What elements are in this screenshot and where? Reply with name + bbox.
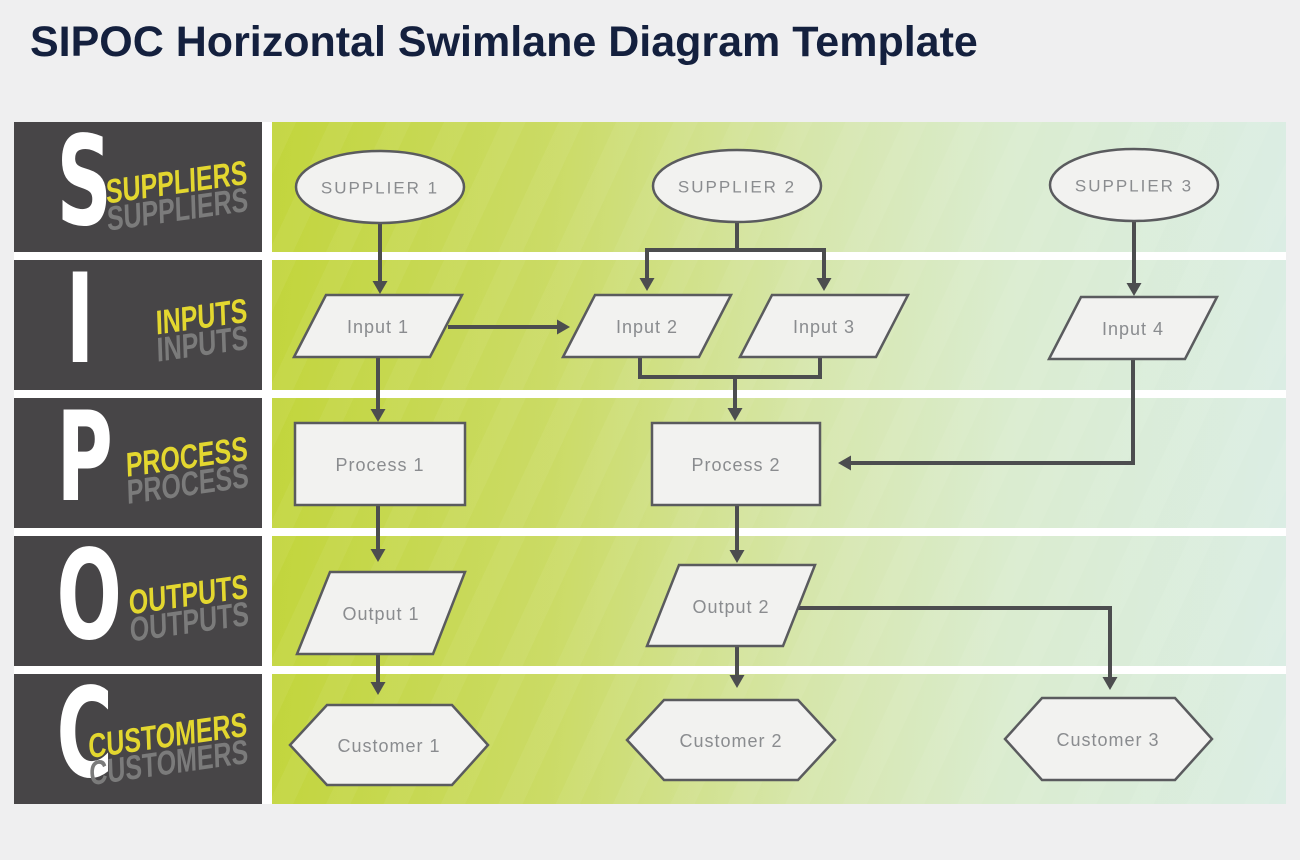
node-input-1-label: Input 1 bbox=[347, 317, 409, 337]
arrow-output2-to-customer3 bbox=[795, 606, 1112, 678]
arrow-supplier2-branch-bar bbox=[645, 248, 826, 279]
arrow-inputs23-merge-bar bbox=[638, 357, 822, 379]
arrowhead-input1-to-input2 bbox=[557, 319, 570, 335]
arrowhead-input4-to-process2 bbox=[838, 455, 851, 471]
node-supplier-3 bbox=[1048, 147, 1220, 223]
arrowhead-output2-to-customer3 bbox=[1102, 677, 1118, 690]
node-output-2-label: Output 2 bbox=[692, 597, 769, 617]
node-supplier-2-label: SUPPLIER 2 bbox=[678, 178, 796, 197]
lane-label-outputs: O OUTPUTS OUTPUTS bbox=[14, 534, 262, 666]
lane-letter-c: C bbox=[56, 662, 113, 807]
node-process-2 bbox=[650, 421, 822, 507]
node-customer-1 bbox=[288, 703, 490, 787]
node-supplier-1 bbox=[294, 149, 466, 225]
lane-label-suppliers: S SUPPLIERS SUPPLIERS bbox=[14, 110, 262, 255]
node-output-2 bbox=[645, 563, 817, 648]
arrowhead-inputs23-to-process2 bbox=[727, 408, 743, 421]
node-process-2-label: Process 2 bbox=[691, 455, 780, 475]
lane-letter-p: P bbox=[56, 386, 113, 531]
node-input-1 bbox=[291, 293, 465, 359]
node-supplier-3-label: SUPPLIER 3 bbox=[1075, 177, 1193, 196]
page-title: SIPOC Horizontal Swimlane Diagram Templa… bbox=[30, 18, 978, 66]
node-process-1-label: Process 1 bbox=[335, 455, 424, 475]
arrowhead-supplier1-to-input1 bbox=[372, 281, 388, 294]
arrowhead-output2-to-customer2 bbox=[729, 675, 745, 688]
node-input-2-label: Input 2 bbox=[616, 317, 678, 337]
arrowhead-supplier3-to-input4 bbox=[1126, 283, 1142, 296]
arrow-input4-to-process2 bbox=[850, 359, 1135, 465]
node-output-1-label: Output 1 bbox=[342, 604, 419, 624]
node-process-1 bbox=[293, 421, 467, 507]
arrowhead-process1-to-output1 bbox=[370, 549, 386, 562]
arrowhead-supplier2-to-input3 bbox=[816, 278, 832, 291]
node-supplier-1-label: SUPPLIER 1 bbox=[321, 179, 439, 198]
arrowhead-process2-to-output2 bbox=[729, 550, 745, 563]
node-input-4-label: Input 4 bbox=[1102, 319, 1164, 339]
node-supplier-2 bbox=[651, 148, 823, 224]
node-customer-2 bbox=[625, 698, 837, 782]
node-input-3 bbox=[737, 293, 911, 359]
lane-letter-s: S bbox=[56, 110, 112, 255]
lane-label-process: P PROCESS PROCESS bbox=[14, 386, 262, 531]
node-customer-3 bbox=[1003, 696, 1214, 782]
node-customer-2-label: Customer 2 bbox=[679, 731, 782, 751]
flow-overlay: SUPPLIER 1 SUPPLIER 2 SUPPLIER 3 Input 1… bbox=[288, 147, 1220, 787]
arrowhead-supplier2-to-input2 bbox=[639, 278, 655, 291]
arrowhead-output1-to-customer1 bbox=[370, 682, 386, 695]
node-input-3-label: Input 3 bbox=[793, 317, 855, 337]
lane-label-customers: C CUSTOMERS CUSTOMERS bbox=[14, 662, 262, 807]
node-input-4 bbox=[1046, 295, 1220, 361]
lane-letter-i: I bbox=[65, 248, 95, 393]
node-output-1 bbox=[295, 570, 467, 656]
node-customer-3-label: Customer 3 bbox=[1056, 730, 1159, 750]
node-customer-1-label: Customer 1 bbox=[337, 736, 440, 756]
node-input-2 bbox=[560, 293, 734, 359]
lane-label-inputs: I INPUTS INPUTS bbox=[14, 248, 262, 393]
arrowhead-input1-to-process1 bbox=[370, 409, 386, 422]
